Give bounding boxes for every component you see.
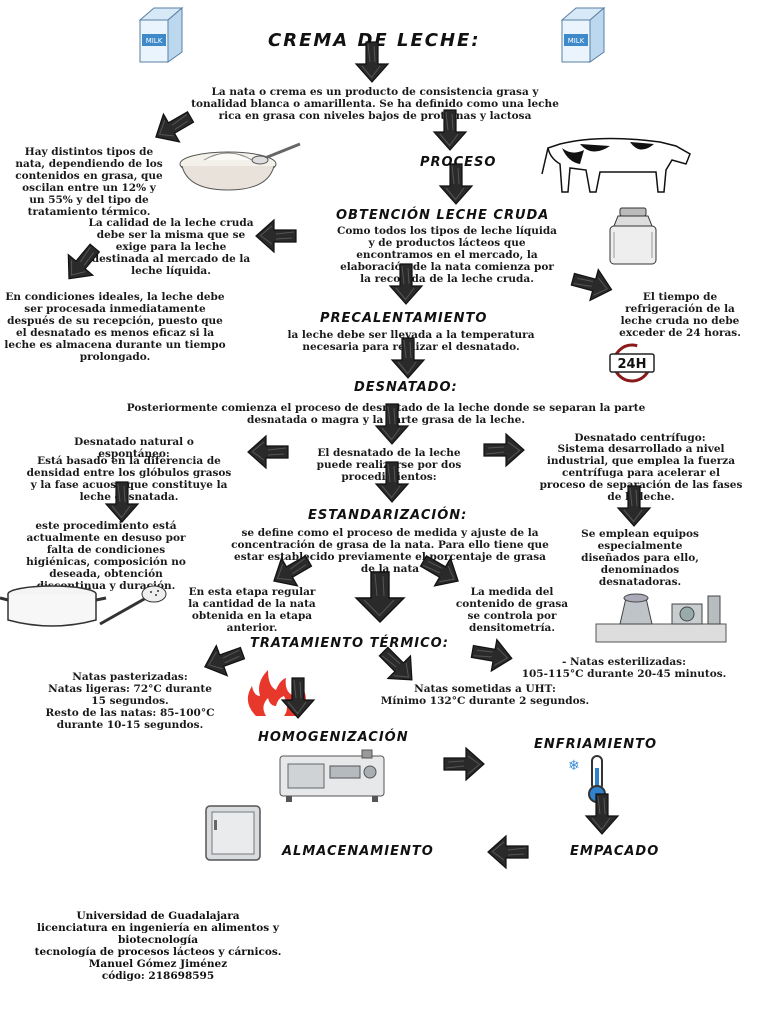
tratamiento-pasteurizadas: Natas pasterizadas: Natas ligeras: 72°C …	[45, 671, 215, 731]
desnatado-centrifugo-note: Se emplean equipos especialmente diseñad…	[581, 528, 699, 588]
arrow-down-icon	[389, 263, 423, 305]
arrow-down-left-icon	[265, 546, 318, 596]
milk-label-right: MILK	[568, 37, 585, 45]
types-note: Hay distintos tipos de nata, dependiendo…	[15, 146, 163, 218]
desnatado-centrifugo-title: Desnatado centrífugo:	[574, 432, 706, 444]
arrow-down-icon	[391, 337, 425, 379]
obtencion-quality: La calidad de la leche cruda debe ser la…	[88, 217, 254, 277]
arrow-down-icon	[375, 461, 409, 503]
intro-text: La nata o crema es un producto de consis…	[191, 86, 559, 122]
estandarizacion-right: La medida del contenido de grasa se cont…	[455, 586, 569, 634]
arrow-down-left-icon	[198, 637, 249, 683]
step-almacenamiento: ALMACENAMIENTO	[282, 844, 434, 859]
obtencion-time: El tiempo de refrigeración de la leche c…	[619, 291, 741, 339]
pot-icon	[0, 585, 107, 627]
24h-clock-icon: 24H	[609, 343, 655, 383]
arrow-down-right-icon	[414, 546, 467, 596]
arrow-down-icon	[281, 677, 315, 719]
milk-carton-icon-left: MILK	[138, 6, 184, 63]
arrow-right-icon	[483, 433, 525, 467]
arrow-down-right-icon	[371, 639, 424, 692]
thermometer-icon: ❄	[568, 755, 606, 803]
step-precalentamiento: PRECALENTAMIENTO	[320, 311, 488, 326]
arrow-down-icon	[375, 403, 409, 445]
step-proceso: PROCESO	[420, 155, 497, 170]
milk-can-icon	[609, 207, 657, 265]
arrow-down-icon	[355, 571, 405, 623]
arrow-down-icon	[617, 485, 651, 527]
milk-carton-icon-right: MILK	[560, 6, 606, 63]
obtencion-desc: Como todos los tipos de leche líquida y …	[336, 225, 557, 285]
desnatado-centrifugo-desc: Sistema desarrollado a nivel industrial,…	[539, 443, 743, 503]
skimmer-icon	[99, 585, 167, 626]
arrow-down-icon	[355, 41, 389, 83]
arrow-right-icon	[443, 747, 485, 781]
obtencion-ideal: En condiciones ideales, la leche debe se…	[4, 291, 226, 363]
arrow-right-icon	[568, 263, 617, 306]
arrow-right-icon	[469, 635, 516, 675]
arrow-left-icon	[147, 102, 200, 152]
tratamiento-esterilizadas: - Natas esterilizadas: 105-115°C durante…	[521, 656, 727, 680]
step-empacado: EMPACADO	[570, 844, 660, 859]
svg-text:❄: ❄	[568, 758, 580, 774]
estandarizacion-desc: se define como el proceso de medida y aj…	[231, 527, 549, 575]
step-homogenizacion: HOMOGENIZACIÓN	[258, 730, 409, 745]
separator-machine-icon	[595, 593, 727, 643]
homogenizer-machine-icon	[279, 749, 385, 802]
milk-label-left: MILK	[146, 37, 163, 45]
arrow-down-icon	[105, 481, 139, 523]
desnatado-natural-desc: Está basado en la diferencia de densidad…	[26, 455, 232, 503]
desnatado-natural-title: Desnatado natural o espontáneo:	[74, 436, 194, 460]
refrigerator-icon	[205, 805, 261, 861]
footer-credits: Universidad de Guadalajara licenciatura …	[34, 910, 282, 982]
estandarizacion-left: En esta etapa regular la cantidad de la …	[188, 586, 316, 634]
arrow-down-icon	[433, 109, 467, 151]
arrow-left-icon	[255, 219, 297, 253]
tratamiento-uht: Natas sometidas a UHT: Mínimo 132°C dura…	[380, 683, 590, 707]
page-title: CREMA DE LECHE:	[268, 30, 481, 51]
arrow-down-left-icon	[56, 237, 108, 290]
arrow-left-icon	[247, 435, 289, 469]
step-enfriamiento: ENFRIAMIENTO	[534, 737, 658, 752]
step-desnatado: DESNATADO:	[354, 380, 458, 395]
step-obtencion: OBTENCIÓN LECHE CRUDA	[336, 208, 550, 223]
arrow-left-icon	[487, 835, 529, 869]
step-tratamiento: TRATAMIENTO TÉRMICO:	[250, 636, 449, 651]
24h-badge-label: 24H	[618, 357, 647, 372]
cream-bowl-icon	[179, 142, 301, 191]
step-estandarizacion: ESTANDARIZACIÓN:	[308, 508, 468, 523]
arrow-down-icon	[439, 163, 473, 205]
arrow-down-icon	[585, 793, 619, 835]
cow-icon	[541, 137, 691, 193]
